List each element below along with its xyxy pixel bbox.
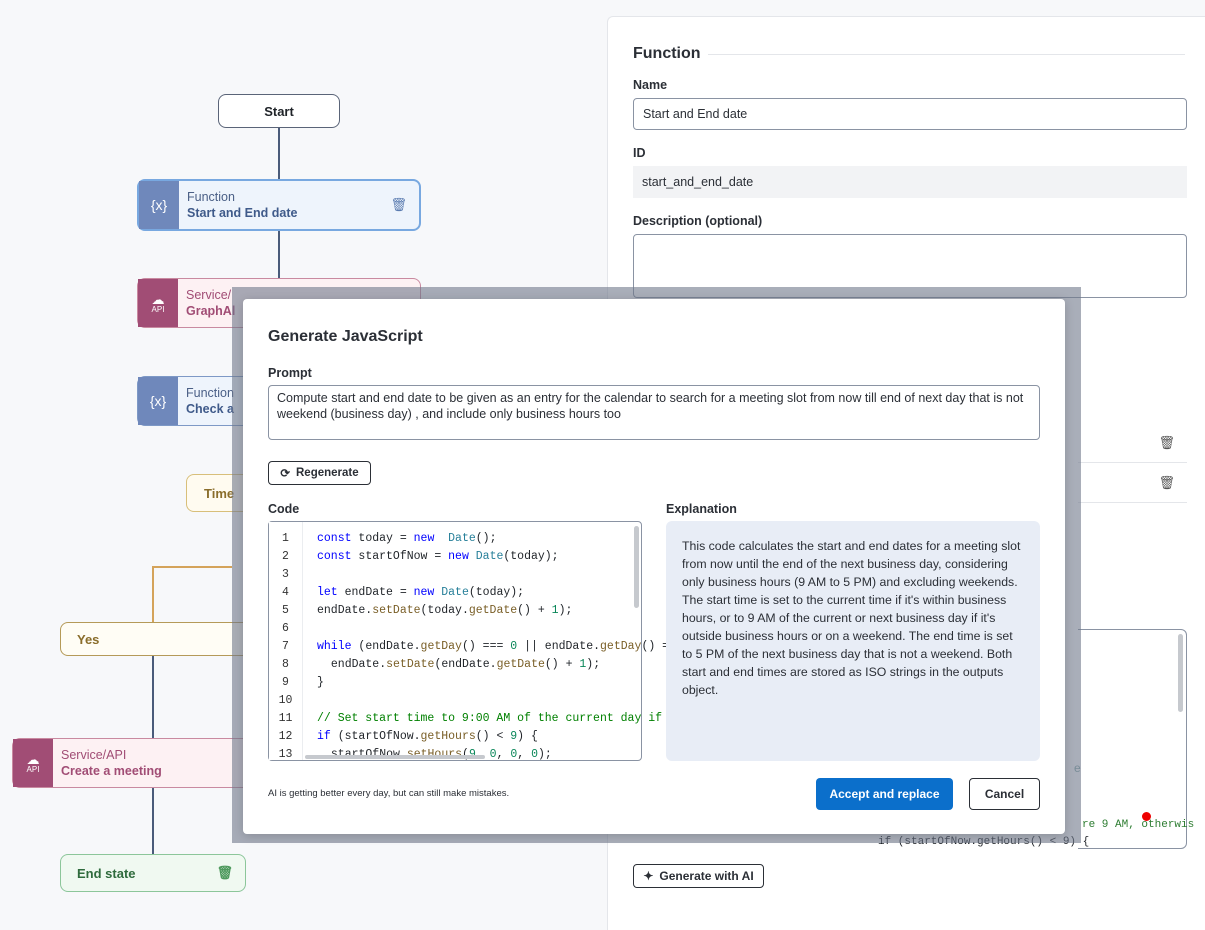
function-icon: {x} [139,181,179,229]
list-item: 🗑 [1078,463,1187,503]
node-type: Function [186,386,234,400]
explanation-box: This code calculates the start and end d… [666,521,1040,761]
connector [278,128,280,180]
start-node[interactable]: Start [218,94,340,128]
name-label: Name [633,78,668,92]
name-input[interactable]: Start and End date [633,98,1187,130]
code-fragment: re 9 AM, otherwis [1082,819,1195,831]
trash-icon[interactable]: 🗑 [1158,435,1175,450]
code-line: if (startOfNow.getHours() < 9) { [317,730,538,743]
node-type: Function [187,190,235,204]
code-line: endDate.setDate(endDate.getDate() + 1); [324,658,601,671]
explanation-label: Explanation [666,502,737,516]
trash-icon[interactable]: 🗑 [216,865,233,880]
node-label: Check a [186,402,234,416]
trash-icon[interactable]: 🗑 [1158,475,1175,490]
prompt-input[interactable]: Compute start and end date to be given a… [268,385,1040,440]
node-label: GraphAl [186,304,236,318]
cloud-api-icon: ☁API [138,279,178,327]
vertical-scrollbar[interactable] [634,526,639,608]
node-label: End state [77,865,136,881]
node-label: Yes [77,631,100,647]
id-field: start_and_end_date [633,166,1187,198]
node-label: Start and End date [187,206,298,220]
end-state-node[interactable]: End state 🗑 [60,854,246,892]
refresh-icon: ⟳ [280,468,290,480]
code-line: const startOfNow = new Date(today); [317,550,559,563]
connector [152,788,154,854]
divider [708,54,1185,55]
code-line: while (endDate.getDay() === 0 || endDate… [317,640,717,653]
regenerate-button[interactable]: ⟳ Regenerate [268,461,371,485]
code-line [317,566,635,584]
node-label: Create a meeting [61,764,162,778]
description-label: Description (optional) [633,214,763,228]
connector [152,566,154,622]
code-editor[interactable]: 1 2 3 4 5 6 7 8 9 10 11 12 13 const toda… [268,521,717,764]
yes-branch-node[interactable]: Yes [60,622,260,656]
code-line: endDate.setDate(today.getDate() + 1); [317,604,573,617]
trash-icon[interactable]: 🗑 [390,197,407,212]
connector [152,656,154,738]
node-type: Service/ [186,288,232,302]
code-line [317,620,635,638]
list-item: 🗑 [1078,423,1187,463]
service-node-create-meeting[interactable]: ☁API Service/API Create a meeting [12,738,252,788]
id-label: ID [633,146,646,160]
code-editor[interactable]: e re 9 AM, otherwis if (startOfNow.getHo… [878,629,1194,849]
code-content: const today = new Date(); const startOfNo… [317,530,717,764]
code-line: } [317,676,324,689]
function-icon: {x} [138,377,178,425]
panel-title: Function [633,45,701,62]
function-node-start-end-date[interactable]: {x} Function Start and End date 🗑 [137,179,421,231]
cloud-api-icon: ☁API [13,739,53,787]
generate-javascript-dialog: Generate JavaScript Prompt Compute start… [243,299,1065,834]
code-line [317,692,635,710]
start-node-label: Start [264,103,294,119]
generate-with-ai-button[interactable]: ✦ Generate with AI [633,864,764,888]
accept-and-replace-button[interactable]: Accept and replace [816,778,953,810]
code-label: Code [268,502,300,516]
horizontal-scrollbar[interactable] [305,755,485,759]
sparkle-icon: ✦ [643,869,654,883]
node-type: Service/API [61,748,127,762]
node-label: Time [204,485,235,501]
code-line: let endDate = new Date(today); [317,586,525,599]
code-line: // Set start time to 9:00 AM of the curr… [317,712,711,725]
ai-disclaimer: AI is getting better every day, but can … [268,788,510,799]
scrollbar[interactable] [1178,634,1183,712]
connector [152,566,232,568]
connector [278,230,280,278]
dialog-title: Generate JavaScript [268,328,423,345]
prompt-label: Prompt [268,366,312,380]
error-marker [1142,812,1151,821]
code-line: const today = new Date(); [317,532,497,545]
cancel-button[interactable]: Cancel [969,778,1040,810]
line-numbers: 1 2 3 4 5 6 7 8 9 10 11 12 13 [269,522,303,761]
